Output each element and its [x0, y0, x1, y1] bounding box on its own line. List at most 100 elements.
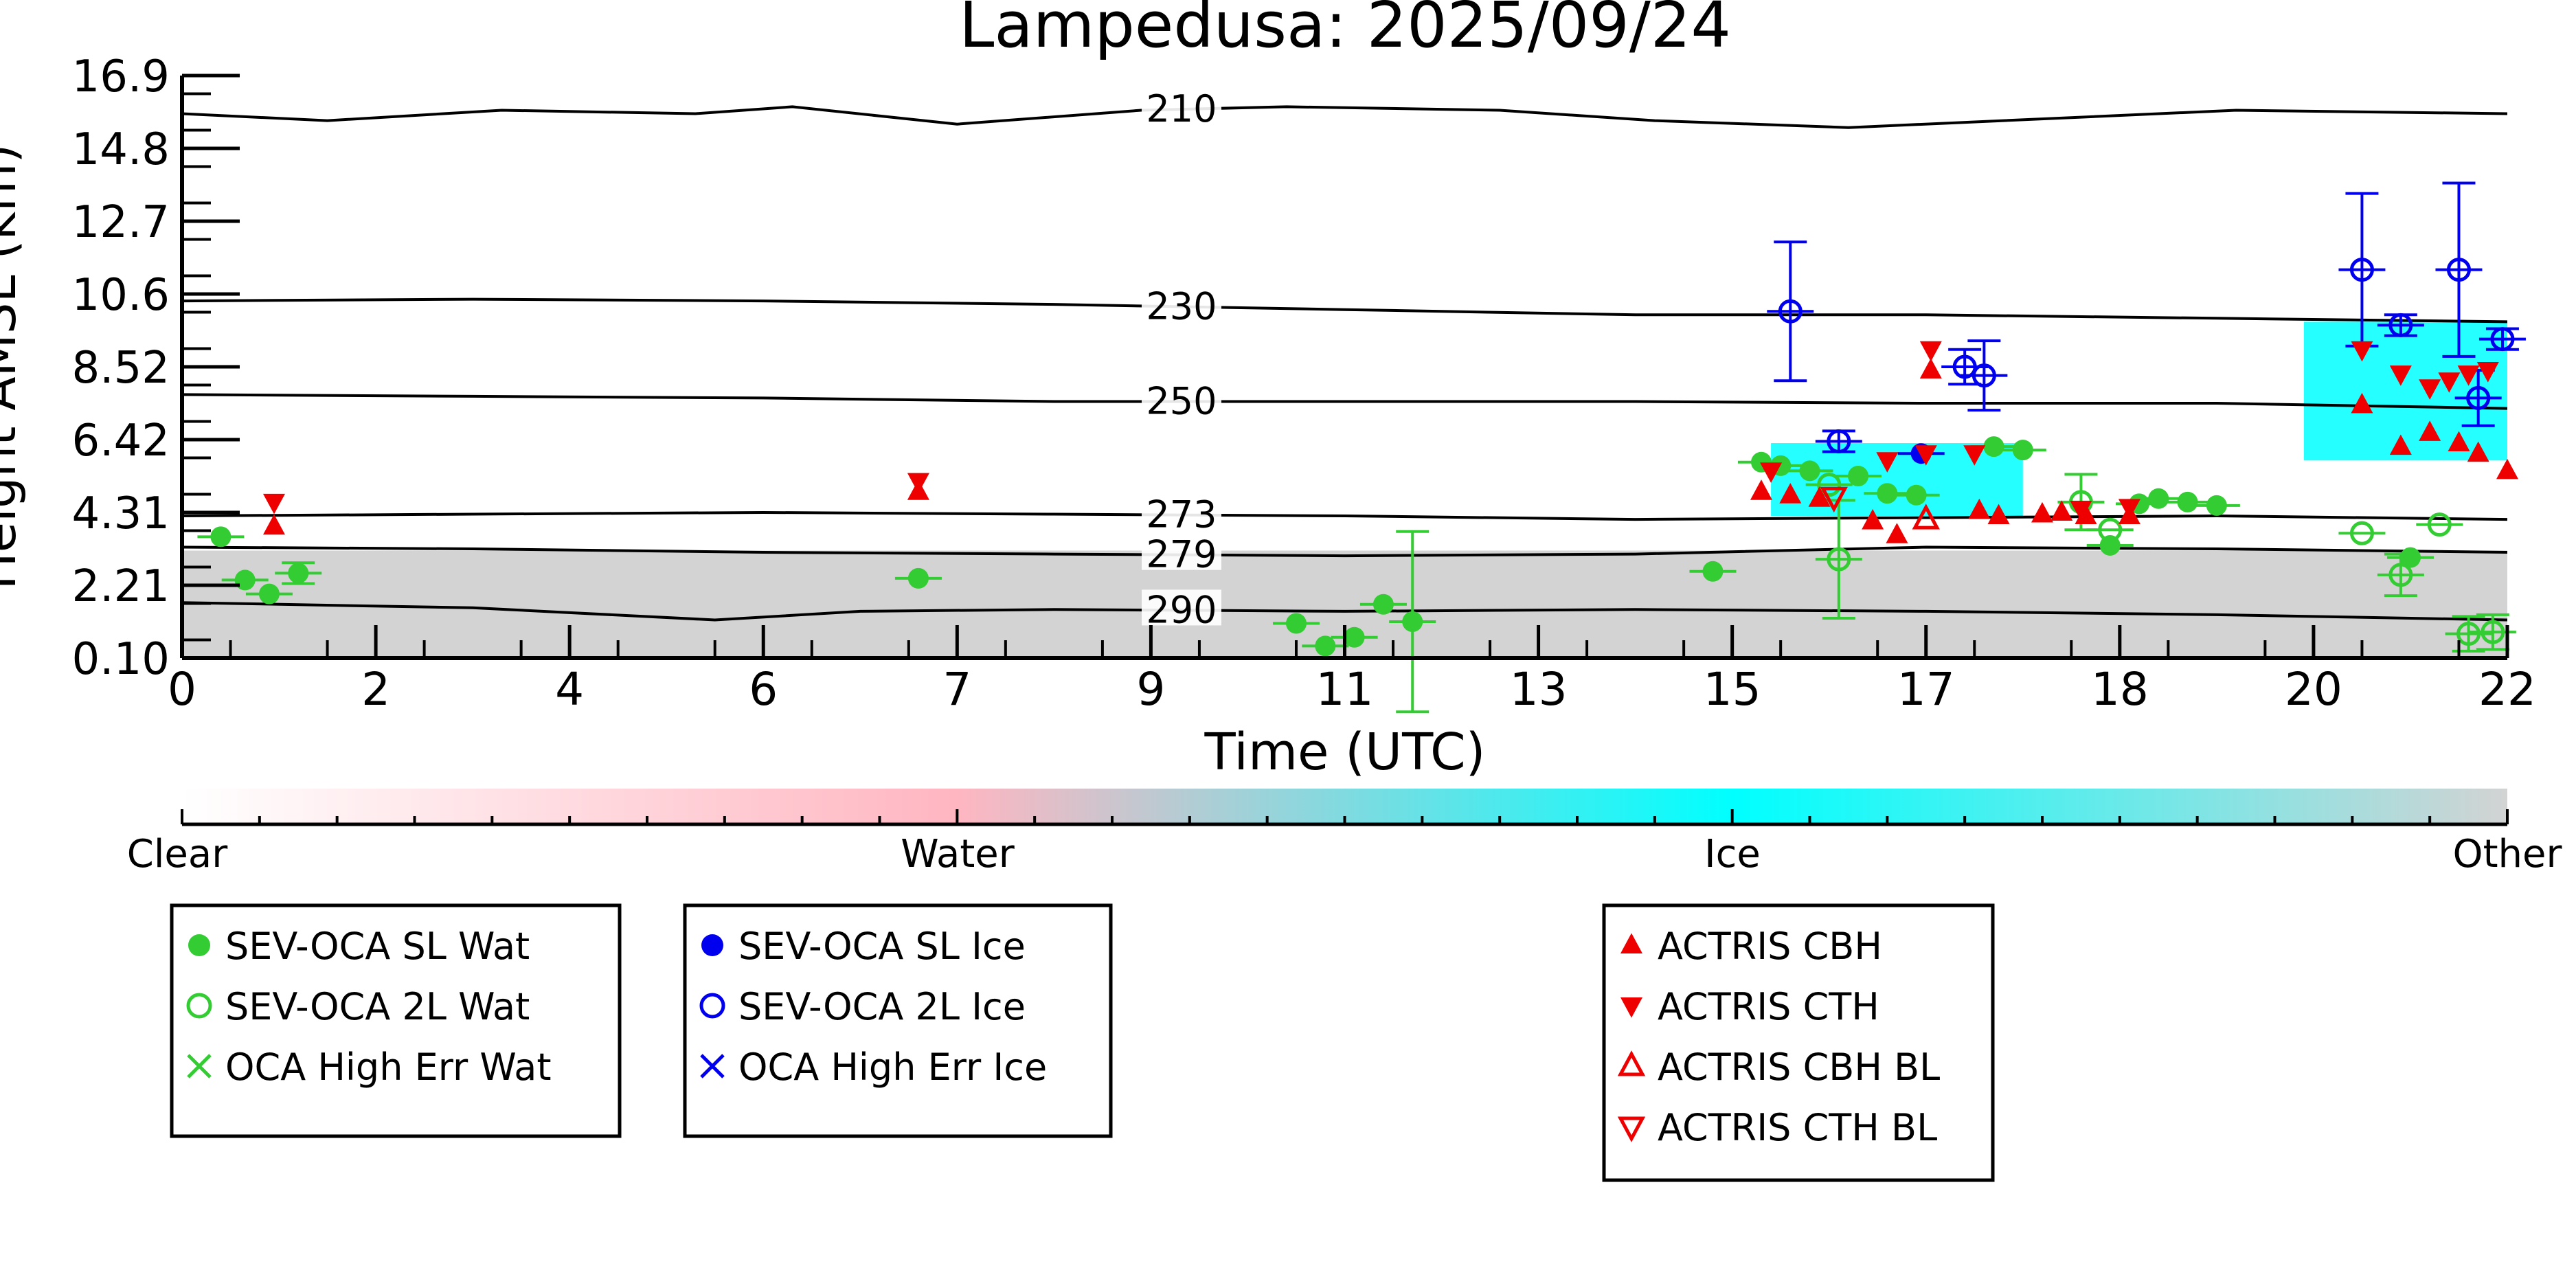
chart-title: Lampedusa: 2025/09/24	[959, 0, 1731, 62]
contour-line-210	[181, 105, 2508, 129]
y-tick-label-1: 14.8	[72, 124, 170, 175]
contour-label-background-273	[1142, 494, 1221, 530]
sev-oca-2l-wat-point-1	[1827, 547, 1851, 572]
actris-cbh-point-18	[2467, 441, 2489, 462]
contour-label-background-230	[1142, 286, 1221, 322]
sev-oca-sl-wat-point-3	[288, 563, 309, 584]
legend-marker-2-3	[1617, 1116, 1646, 1142]
contour-label-250: 250	[1146, 379, 1217, 422]
legend-label-0-1: SEV-OCA 2L Wat	[225, 985, 530, 1028]
legend-marker-2-0	[1620, 933, 1642, 953]
contour-label-210: 210	[1146, 87, 1217, 131]
sev-oca-sl-wat-point-24	[2399, 547, 2421, 568]
actris-cth-bl-point-0	[1820, 486, 1848, 513]
y-ticks: 16.914.812.710.68.526.424.312.210.10	[72, 52, 240, 685]
legend-label-2-2: ACTRIS CBH BL	[1658, 1046, 1940, 1089]
actris-cbh-point-16	[2419, 420, 2441, 441]
contour-label-background-290	[1142, 589, 1221, 626]
contour-label-290: 290	[1146, 588, 1217, 631]
legend-marker-0-1	[186, 993, 212, 1019]
legend-marker-2-1	[1620, 997, 1642, 1018]
y-axis-label: Height AMSL (km)	[0, 144, 27, 590]
contour-label-background-210	[1142, 89, 1221, 125]
legend-marker-1-1	[699, 993, 725, 1019]
sev-oca-2l-wat-point-3	[2098, 517, 2123, 542]
sev-oca-sl-wat-point-22	[2177, 491, 2198, 512]
sev-oca-2l-wat-point-4	[2349, 521, 2374, 545]
x-tick-label-4: 7	[942, 663, 971, 716]
actris-cth-point-2	[1760, 462, 1783, 484]
sev-oca-sl-wat-point-2	[258, 583, 280, 605]
sev-oca-2l-wat-point-0	[1817, 473, 1842, 497]
sev-oca-2l-ice-point-4	[2349, 258, 2374, 282]
legend-label-0-0: SEV-OCA SL Wat	[225, 925, 530, 968]
actris-cth-point-7	[2070, 500, 2092, 521]
sev-oca-2l-ice-point-6	[2446, 258, 2471, 282]
sev-oca-2l-wat-point-6	[2427, 512, 2452, 537]
sev-oca-2l-ice-point-8	[2490, 327, 2515, 352]
sev-oca-sl-wat-point-10	[1702, 561, 1724, 582]
sev-oca-2l-ice-point-2	[1952, 354, 1977, 379]
x-axis-label: Time (UTC)	[1204, 723, 1485, 782]
sev-oca-2l-ice-point-3	[1971, 363, 1996, 388]
x-tick-label-1: 2	[361, 663, 390, 716]
actris-cth-point-9	[2351, 341, 2373, 362]
colorbar-label-water: Water	[901, 832, 1015, 877]
y-tick-label-7: 2.21	[72, 561, 170, 612]
sev-oca-2l-ice-point-5	[2388, 313, 2413, 337]
sev-oca-sl-wat-point-16	[1906, 484, 1927, 506]
sev-oca-sl-wat-point-7	[1344, 626, 1365, 648]
contour-label-background-250	[1142, 381, 1221, 417]
y-tick-label-5: 6.42	[72, 416, 170, 466]
legend-marker-1-2	[700, 1054, 725, 1078]
x-tick-label-12: 22	[2478, 663, 2536, 716]
actris-cbh-point-15	[2389, 434, 2412, 455]
actris-cth-point-8	[2118, 499, 2140, 520]
actris-cbh-point-11	[2050, 500, 2073, 521]
sev-oca-sl-wat-point-13	[1799, 460, 1820, 482]
sev-oca-2l-wat-point-5	[2388, 563, 2413, 587]
legend-frame-0	[170, 903, 622, 1138]
sev-oca-2l-wat-point-8	[2481, 620, 2505, 644]
sev-oca-2l-wat-point-7	[2456, 622, 2481, 646]
actris-cth-point-12	[2438, 372, 2461, 393]
sev-oca-2l-ice-point-0	[1778, 299, 1803, 324]
sev-oca-sl-wat-point-15	[1877, 483, 1898, 504]
y-tick-label-3: 10.6	[72, 270, 170, 321]
actris-cbh-point-19	[2496, 458, 2518, 479]
x-tick-label-8: 15	[1704, 663, 1761, 716]
legend-marker-1-0	[701, 934, 723, 956]
sev-oca-2l-ice-point-7	[2466, 385, 2491, 410]
x-tick-label-0: 0	[168, 663, 196, 716]
legend-marker-0-2	[187, 1054, 212, 1078]
background-region-ice-2	[2303, 321, 2507, 461]
actris-cbh-point-9	[1987, 504, 2010, 525]
y-tick-label-0: 16.9	[72, 52, 170, 102]
sev-oca-sl-wat-point-9	[1402, 611, 1423, 632]
contour-label-273: 273	[1146, 493, 1217, 536]
legend-marker-0-0	[188, 934, 210, 956]
x-tick-label-9: 17	[1897, 663, 1955, 716]
sev-oca-2l-ice-point-1	[1827, 429, 1851, 454]
actris-cbh-point-17	[2448, 431, 2470, 452]
actris-cbh-point-2	[1750, 479, 1772, 500]
data-markers	[210, 258, 2518, 657]
colorbar-label-ice: Ice	[1704, 832, 1761, 877]
legend-frame-1	[683, 903, 1113, 1138]
legend-frame-2	[1602, 903, 1995, 1182]
sev-oca-sl-wat-point-6	[1315, 635, 1336, 657]
x-tick-label-10: 18	[2091, 663, 2149, 716]
y-tick-label-6: 4.31	[72, 488, 170, 539]
actris-cbh-point-5	[1862, 509, 1884, 530]
sev-oca-sl-wat-point-14	[1848, 466, 1869, 486]
sev-oca-sl-wat-point-17	[1983, 436, 2004, 457]
actris-cbh-point-3	[1779, 483, 1802, 504]
actris-cbh-bl-point-0	[1912, 504, 1940, 530]
